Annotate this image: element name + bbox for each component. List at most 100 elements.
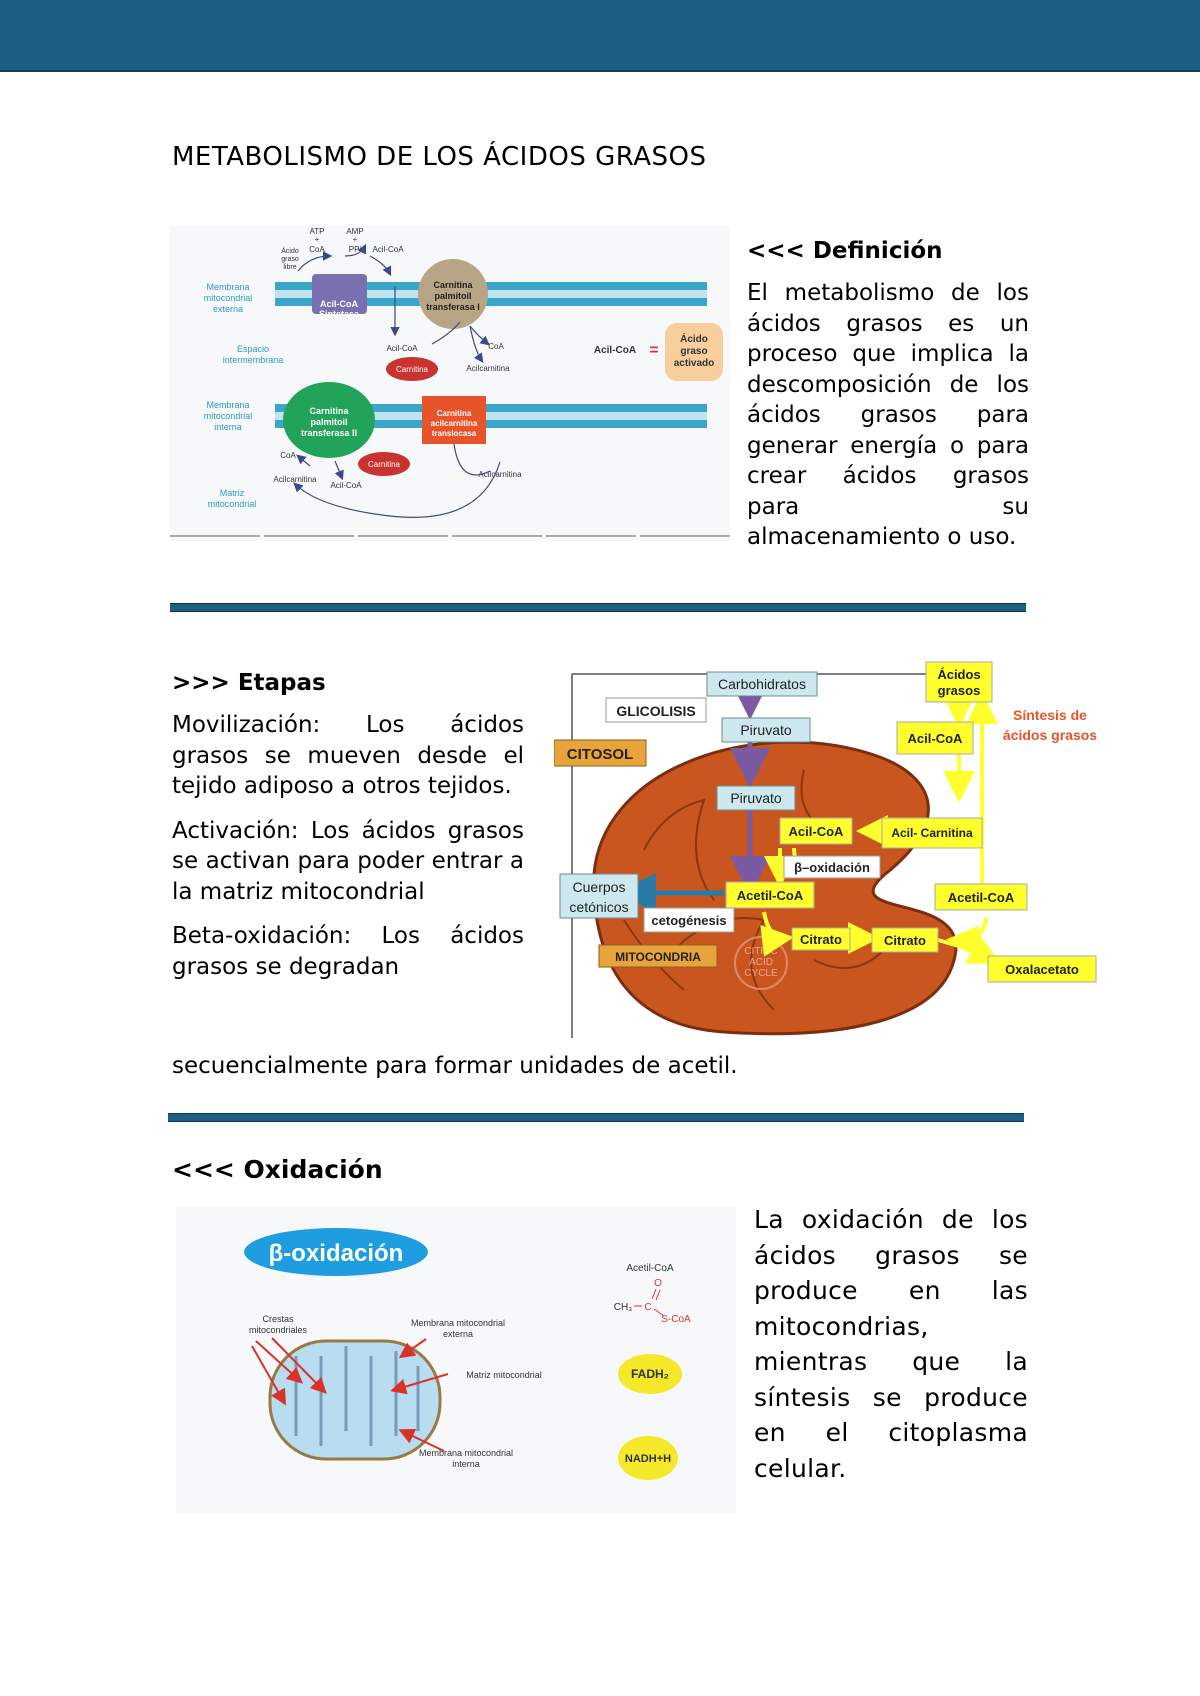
- acil-coa-mito-box: Acil-CoA: [779, 817, 853, 845]
- acyl-coa-top-label: Acil-CoA: [372, 245, 404, 254]
- stages-heading: >>> Etapas: [172, 670, 326, 696]
- acil-carnitina-box: Acil- Carnitina: [881, 817, 983, 849]
- acidos-grasos-label-2: grasos: [938, 683, 981, 698]
- piruvato-box-1: Piruvato: [721, 717, 811, 743]
- figure-beta-oxidation: β-oxidación Crestas mitocondriales Membr…: [176, 1206, 736, 1518]
- beta-oxidation-title: β-oxidación: [269, 1240, 404, 1267]
- cuerpos-label-2: cetónicos: [569, 899, 628, 915]
- equation-acyl-coa: Acil-CoA: [594, 345, 636, 356]
- translocase-label-1: Carnitina: [437, 409, 472, 418]
- mitocondria-label: MITOCONDRIA: [615, 950, 701, 964]
- yellow-pathway-arrows: [760, 692, 1002, 964]
- transport-arrows: [293, 243, 501, 518]
- definition-block: <<< Definición El metabolismo de los áci…: [747, 238, 1029, 567]
- synthetase-label-1: Acil-CoA: [320, 299, 359, 309]
- cpt2-label-2: palmitoil: [310, 417, 347, 427]
- acylcarnitine-right-label: Acilcarnitina: [478, 470, 522, 479]
- translocase: [422, 396, 486, 444]
- carbon-label: C: [644, 1302, 651, 1313]
- carbohidratos-box: Carbohidratos: [706, 671, 818, 697]
- acetil-coa-right-label: Acetil-CoA: [948, 890, 1015, 905]
- acetyl-coa-label: Acetil-CoA: [626, 1263, 674, 1274]
- acetil-coa-mito-box: Acetil-CoA: [725, 881, 815, 909]
- citric-label-2: ACID: [749, 957, 773, 968]
- citric-label-1: CITRIC: [744, 946, 777, 957]
- inner-membrane: [275, 404, 707, 428]
- inner-membrane-label-3: interna: [214, 422, 242, 432]
- outer-membrane-label-3: externa: [213, 304, 243, 314]
- piruvato-box-2: Piruvato: [716, 785, 796, 811]
- nadh-label: NADH+H: [625, 1453, 671, 1465]
- cpt1-label-1: Carnitina: [433, 280, 473, 290]
- acyl-coa-synthetase: [312, 274, 367, 314]
- inner-membrane-label-1: Membrana: [206, 400, 249, 410]
- acil-carnitina-label: Acil- Carnitina: [891, 826, 973, 840]
- inner-membrane-label-1: Membrana mitocondrial: [419, 1448, 513, 1458]
- outer-membrane: [275, 282, 707, 306]
- section-divider-2: [168, 1113, 1024, 1122]
- acidos-grasos-label-1: Ácidos: [937, 667, 980, 682]
- ch3-label: CH₃: [614, 1302, 633, 1313]
- sintesis-label-2: ácidos grasos: [1003, 727, 1097, 743]
- atp-label: ATP: [310, 227, 325, 236]
- oxidation-heading-block: <<< Oxidación: [172, 1155, 572, 1198]
- cpt1-label-3: transferasa I: [426, 302, 480, 312]
- citrato-label-2: Citrato: [884, 933, 926, 948]
- sintesis-label-1: Síntesis de: [1013, 707, 1087, 723]
- outer-membrane-label-2: mitocondrial: [204, 293, 253, 303]
- acyl-coa-mid-label: Acil-CoA: [386, 344, 418, 353]
- page-title: METABOLISMO DE LOS ÁCIDOS GRASOS: [172, 142, 707, 172]
- cuerpos-cetonicos-box: Cuerpos cetónicos: [559, 873, 639, 919]
- cristae-label-1: Crestas: [262, 1314, 294, 1324]
- section-divider-1: [170, 603, 1026, 612]
- acil-coa-right-label: Acil-CoA: [908, 731, 964, 746]
- matrix-label: Matriz mitocondrial: [466, 1370, 542, 1380]
- carnitine-blob-1: [386, 357, 438, 381]
- beta-oxidation-title-ellipse: [244, 1228, 428, 1276]
- inner-membrane-label-2: mitocondrial: [204, 411, 253, 421]
- free-fa-label-3: libre: [283, 264, 296, 271]
- definition-heading: <<< Definición: [747, 238, 943, 264]
- stage-beta-oxidation-cont-text: secuencialmente para formar unidades de …: [172, 1053, 738, 1079]
- activated-fa-label-3: activado: [674, 358, 715, 369]
- piruvato-label-2: Piruvato: [730, 790, 782, 806]
- free-fa-label-1: Ácido: [281, 246, 299, 255]
- stage-mobilization: Movilización: Los ácidos grasos se mueve…: [172, 712, 524, 799]
- activated-fa-label-2: graso: [680, 346, 707, 357]
- glicolisis-box: GLICOLISIS: [605, 697, 707, 723]
- acidos-grasos-box: Ácidos grasos: [925, 661, 993, 703]
- definition-text: El metabolismo de los ácidos grasos es u…: [747, 280, 1029, 550]
- cpt1-enzyme: [418, 259, 488, 329]
- mitocondria-box: MITOCONDRIA: [598, 944, 718, 968]
- carnitine-blob-2: [358, 452, 410, 476]
- pointer-arrows: [251, 1337, 449, 1452]
- plus-label-1: +: [315, 235, 320, 244]
- outer-membrane-label-2: externa: [443, 1329, 473, 1339]
- cpt2-label-1: Carnitina: [309, 406, 349, 416]
- figure-fatty-acid-transport: Acil-CoA Sintetasa Carnitina palmitoil t…: [170, 226, 730, 545]
- acylcarnitine-mid-label: Acilcarnitina: [466, 364, 510, 373]
- acil-coa-right-box: Acil-CoA: [896, 721, 974, 755]
- glicolisis-label: GLICOLISIS: [616, 703, 695, 719]
- oxalacetato-label: Oxalacetato: [1005, 962, 1079, 977]
- oxygen-label: O: [654, 1278, 662, 1289]
- oxidation-text: La oxidación de los ácidos grasos se pro…: [754, 1205, 1028, 1483]
- stages-block: >>> Etapas Movilización: Los ácidos gras…: [172, 670, 524, 982]
- outer-membrane-label-1: Membrana mitocondrial: [411, 1318, 505, 1328]
- acyl-coa-low-label: Acil-CoA: [330, 481, 362, 490]
- cristae-label-2: mitocondriales: [249, 1325, 308, 1335]
- fadh2-label: FADH₂: [631, 1367, 669, 1381]
- synthetase-label-2: Sintetasa: [319, 309, 360, 319]
- cetogenesis-label: cetogénesis: [651, 913, 726, 928]
- inner-membrane-label-2: interna: [452, 1459, 480, 1469]
- activated-fa-label-1: Ácido: [680, 332, 708, 345]
- activated-fa-box: [665, 323, 723, 381]
- equation-equals: =: [649, 342, 658, 359]
- matrix-label-2: mitocondrial: [208, 499, 257, 509]
- beta-oxidacion-label: β–oxidación: [794, 860, 870, 875]
- scoa-label: S-CoA: [661, 1314, 691, 1325]
- piruvato-label-1: Piruvato: [740, 722, 792, 738]
- acetyl-coa-bonds: [634, 1288, 665, 1317]
- figure-metabolic-map: CITRIC ACID CYCLE Carbohidratos GLICOLIS…: [553, 660, 1106, 1044]
- oxidation-heading: <<< Oxidación: [172, 1155, 383, 1184]
